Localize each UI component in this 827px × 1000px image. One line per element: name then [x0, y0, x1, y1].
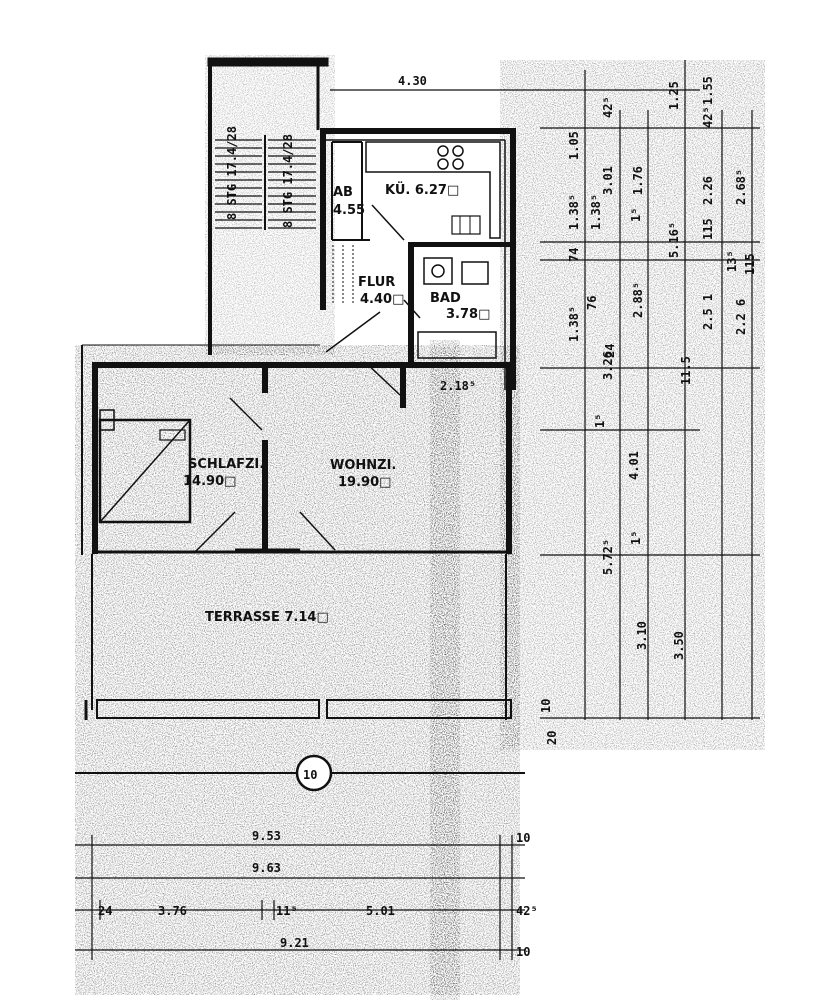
dim-425b: 42⁵	[701, 106, 715, 128]
dim-24-right: 24	[603, 344, 617, 358]
dim-115d: 11.5	[679, 356, 693, 385]
dim-2685: 2.68⁵	[734, 169, 748, 205]
dimension-lines-bottom	[75, 835, 525, 960]
room-bad-label: BAD	[430, 291, 461, 306]
dim-10a: 10	[516, 831, 530, 845]
room-ab-label: AB	[333, 185, 353, 200]
dim-15a: 1⁵	[629, 208, 643, 222]
staircase	[207, 57, 329, 355]
dim-953: 9.53	[252, 829, 281, 843]
dim-115: 11⁵	[276, 904, 298, 918]
dim-921: 9.21	[280, 936, 309, 950]
axis-line	[75, 754, 525, 792]
dim-155: 1.55	[701, 76, 715, 105]
dim-105: 1.05	[567, 131, 581, 160]
dim-301: 3.01	[601, 166, 615, 195]
dim-115b: 115	[701, 218, 715, 240]
dim-74: 74	[567, 248, 581, 262]
dim-24: 24	[98, 904, 112, 918]
stair-label-right: 8 STG 17.4/28	[281, 134, 295, 228]
room-bad-area: 3.78□	[446, 307, 490, 322]
dimension-lines-right	[330, 60, 760, 720]
dim-430: 4.30	[398, 74, 427, 88]
dim-5725: 5.72⁵	[601, 539, 615, 575]
dim-125: 1.25	[667, 81, 681, 110]
stair-label-left: 8 STG 17.4/28	[225, 126, 239, 220]
dim-1385a: 1.38⁵	[567, 194, 581, 230]
dim-2885: 2.88⁵	[631, 282, 645, 318]
dim-425: 42⁵	[516, 904, 538, 918]
grain-right	[500, 60, 765, 750]
dim-425-top: 42⁵	[601, 96, 615, 118]
dim-15b: 1⁵	[629, 531, 643, 545]
dim-15-right: 1⁵	[593, 414, 607, 428]
walls-upper	[320, 128, 516, 396]
dim-376: 3.76	[158, 904, 187, 918]
dim-2185: 2.18⁵	[440, 379, 476, 393]
dim-135: 13⁵	[725, 250, 739, 272]
dim-350: 3.50	[672, 631, 686, 660]
grain-band	[430, 340, 460, 1000]
dim-1385b: 1.38⁵	[589, 194, 603, 230]
dim-501: 5.01	[366, 904, 395, 918]
dim-5165: 5.16⁵	[667, 222, 681, 258]
room-flur-label: FLUR	[358, 275, 395, 290]
grain-stair	[205, 55, 335, 355]
room-terrasse-label: TERRASSE 7.14□	[205, 610, 329, 625]
dim-226: 2.26	[701, 176, 715, 205]
walls-main	[81, 344, 512, 555]
room-ab-area: 4.55	[333, 203, 365, 218]
room-wohnzi-label: WOHNZI.	[330, 458, 396, 473]
room-wohnzi-area: 19.90□	[338, 475, 391, 490]
dim-963: 9.63	[252, 861, 281, 875]
dim-176: 1.76	[631, 166, 645, 195]
dim-10b: 10	[516, 945, 530, 959]
dim-76: 76	[585, 296, 599, 310]
dim-401: 4.01	[627, 451, 641, 480]
terrace	[84, 554, 512, 720]
dim-226b: 2.2 6	[734, 299, 748, 335]
dim-115c: 115	[743, 253, 757, 275]
dim-326: 3.26	[601, 351, 615, 380]
axis-marker-label: 10	[303, 768, 317, 782]
dim-1385c: 1.38⁵	[567, 306, 581, 342]
room-schlafzi-label: SCHLAFZI.	[188, 457, 264, 472]
room-kueche-label: KÜ. 6.27□	[385, 182, 459, 198]
room-flur-area: 4.40□	[360, 292, 404, 307]
dim-20-right: 20	[545, 731, 559, 745]
dim-10-right: 10	[539, 699, 553, 713]
dim-251: 2.5 1	[701, 294, 715, 330]
dim-310: 3.10	[635, 621, 649, 650]
room-schlafzi-area: 14.90□	[183, 474, 236, 489]
